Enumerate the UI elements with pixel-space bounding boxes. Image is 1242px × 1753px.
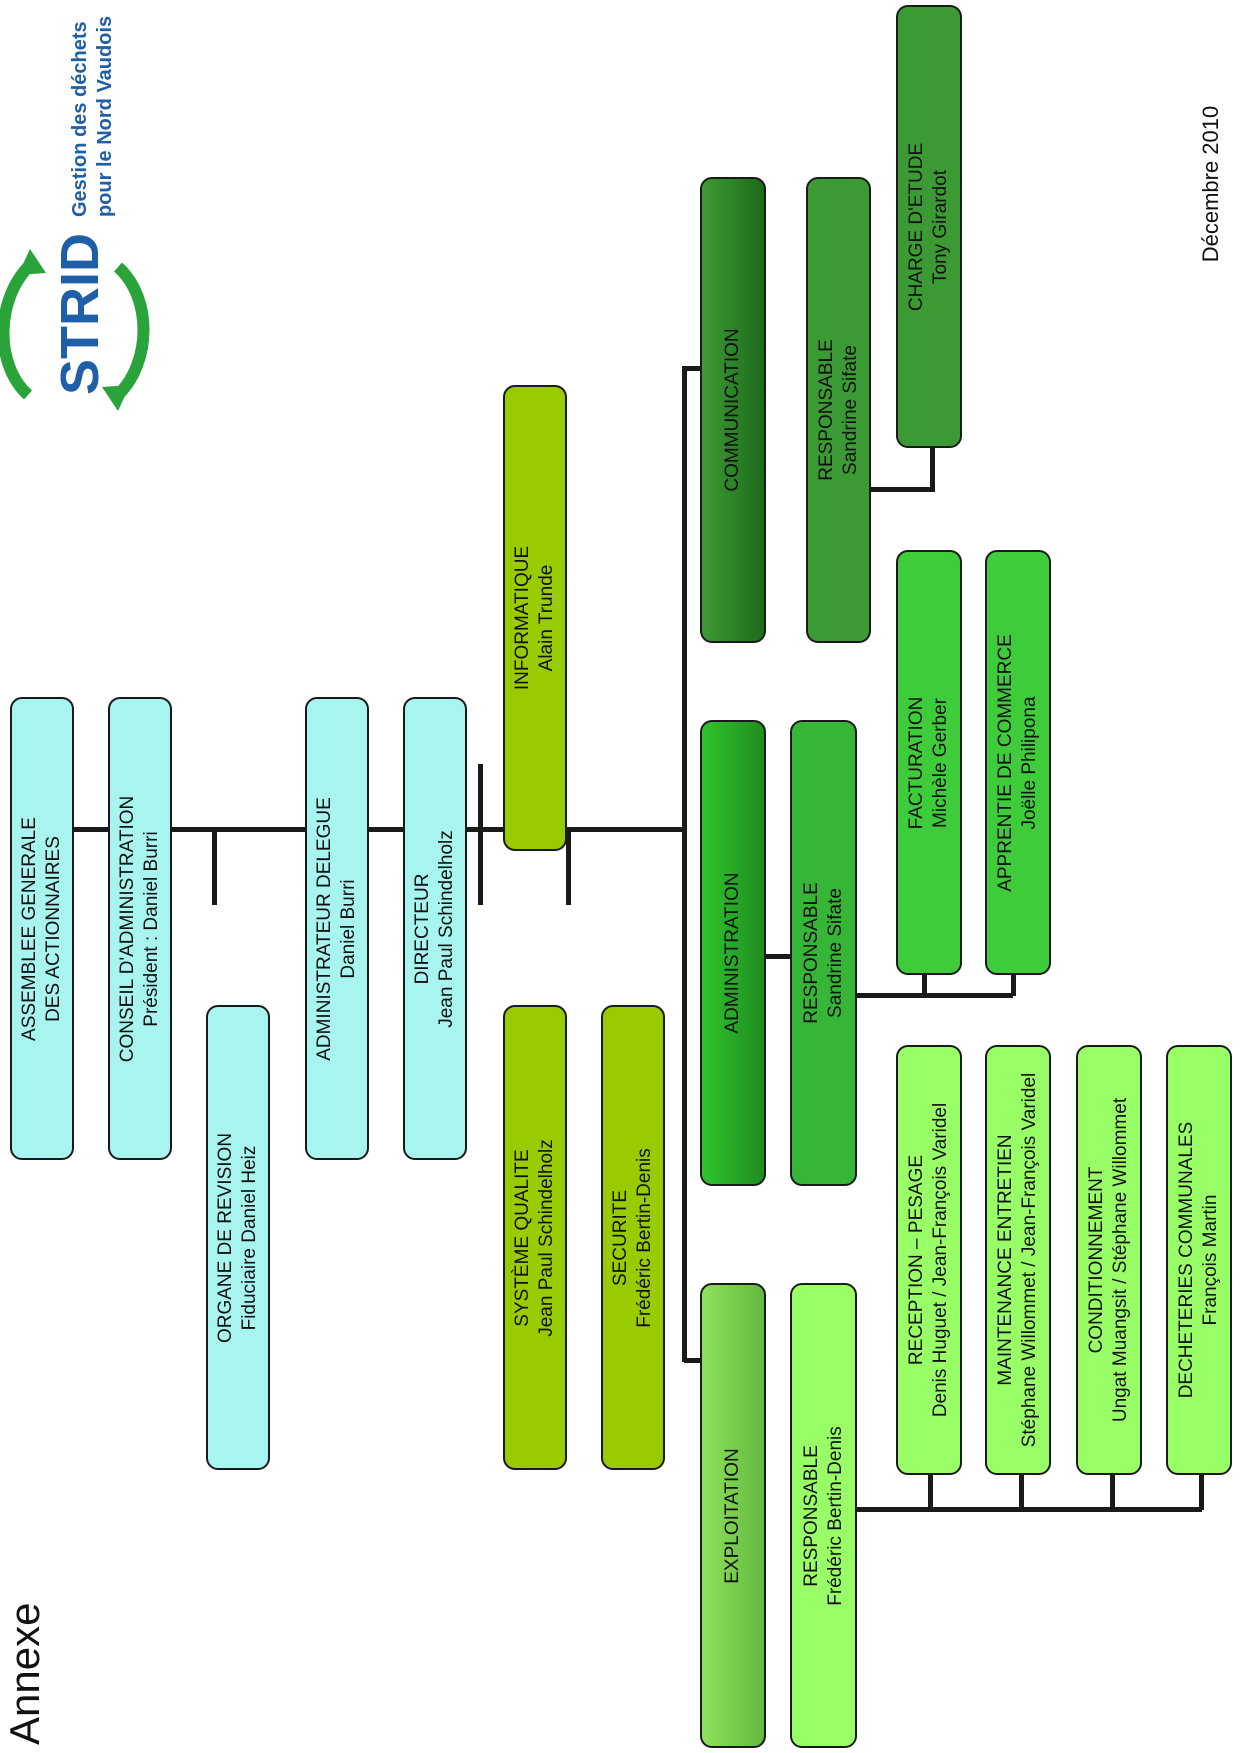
recycle-arrows-icon [0,249,150,411]
communication-branch [684,366,704,371]
informatique-connector [478,764,483,905]
main-horizontal-line [66,827,684,832]
decheteries-connector [1199,1470,1204,1510]
admin-resp-link [763,954,797,959]
logo-tagline-1: Gestion des déchets [69,21,91,217]
apprentie-connector [1011,968,1016,996]
organe-connector [212,830,217,905]
securite-connector [566,830,571,905]
charge-connector [930,441,935,491]
division-vertical-line [682,366,687,1362]
exploitation-branch [684,1358,704,1363]
node-administration: ADMINISTRATION [700,720,766,1186]
maintenance-connector [1019,1470,1024,1510]
reception-connector [928,1470,933,1510]
strid-logo: STRID Gestion des déchets pour le Nord V… [0,5,150,411]
logo-wordmark: STRID [50,233,110,395]
logo-tagline-2: pour le Nord Vaudois [94,15,116,217]
conditionnement-connector [1110,1470,1115,1510]
node-communication: COMMUNICATION [700,177,766,643]
page-title: Annexe [1,1602,48,1745]
admin-horizontal [852,993,1013,998]
facturation-connector [922,968,927,996]
exploit-horizontal [852,1507,1202,1512]
node-exploitation: EXPLOITATION [700,1283,766,1748]
date-label: Décembre 2010 [1198,105,1223,263]
comm-resp-link [863,487,935,492]
